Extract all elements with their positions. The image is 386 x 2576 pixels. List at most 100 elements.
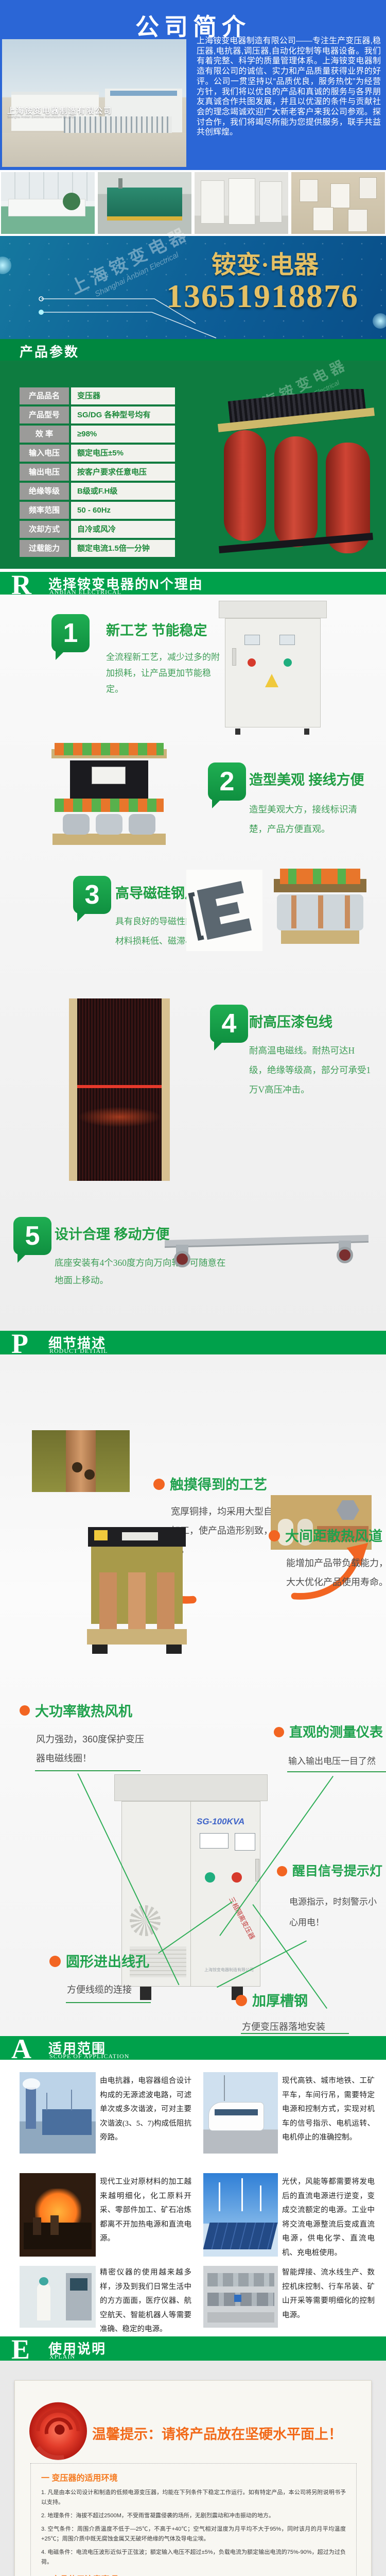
- explain-para: 3. 空气条件：周围介质温度不低于—25℃，不高于+40℃；空气相对湿度为月平均…: [41, 2526, 346, 2542]
- terminal-transformer-photo: [47, 743, 171, 852]
- reason-3-desc: 具有良好的导磁性能，材料损耗低、磁滞小。: [115, 917, 203, 946]
- reasons-section: 1 新工艺 节能稳定 全流程新工艺，减少过多的附加损耗，让产品更加节能稳定。: [0, 595, 386, 1331]
- photo-strip: [0, 170, 386, 236]
- factory-gate: [64, 116, 172, 133]
- param-label: 效 率: [20, 426, 69, 443]
- explain-subtitle: XPLAIN: [49, 2353, 75, 2360]
- copper-plate: [317, 1526, 369, 1541]
- reason-5-title: 设计合理 移动方便: [55, 1227, 170, 1242]
- coil-a: [63, 814, 90, 835]
- scope-text-3: 现代工业对原材料的加工越来越明细化，化工原料开采、零部件加工、矿石冶炼都离不开加…: [100, 2178, 191, 2243]
- orange-bullet-icon: [274, 1727, 284, 1737]
- green-underline: [35, 1770, 141, 1771]
- cabinet-1: [201, 180, 224, 224]
- cabinet-body: [225, 618, 321, 727]
- explain-section: 温馨提示：请将产品放在坚硬水平面上！ 一 变压器的适用环境 1. 凡是由本公司设…: [0, 2361, 386, 2576]
- busbar: [66, 1430, 96, 1492]
- worker-2: [50, 2215, 59, 2235]
- reason-1-badge: 1: [51, 614, 90, 660]
- circuit-trace-graphic: [39, 296, 217, 338]
- machine-rail: [107, 216, 182, 221]
- unit-1: [300, 179, 318, 202]
- solar-panels: [203, 2223, 278, 2249]
- fan-grille: [130, 1905, 161, 1936]
- factory-photo: 上海铵变电器制造有限公司 Shanghai Anbian Electrical …: [2, 39, 186, 167]
- detail-2-desc: 能增加产品带负载能力，大大优化产品使用寿命。: [286, 1558, 386, 1587]
- train-photo: [203, 2072, 278, 2154]
- detail-letter: P: [11, 1328, 28, 1359]
- param-value: B级或F.H级: [71, 483, 175, 500]
- foot-1: [92, 1645, 108, 1654]
- explain-card: 温馨提示：请将产品放在坚硬水平面上！ 一 变压器的适用环境 1. 凡是由本公司设…: [14, 2380, 372, 2576]
- factory-photo-caption-en: Shanghai Anbian Electrical Manufacture C…: [7, 115, 74, 118]
- detail-6-desc: 方便线缆的连接: [67, 1985, 132, 1995]
- scope-title: 适用范围: [48, 2041, 107, 2056]
- scope-letter: A: [11, 2033, 31, 2064]
- cabinet-lid: [114, 1774, 268, 1801]
- screen: [70, 2278, 87, 2291]
- scope-text-6: 智能焊接、流水线生产、数控机床控制、行车吊装、矿山开采等需要明细化的控制电源。: [282, 2268, 375, 2319]
- base-plate: [52, 834, 166, 845]
- param-value: 额定电流1.5倍一分钟: [71, 540, 175, 557]
- red-transformer-photo: [214, 389, 381, 559]
- orange-bullet-icon: [269, 1530, 280, 1541]
- red-stripe: [77, 1085, 162, 1088]
- reason-2-badge: 2: [208, 762, 246, 808]
- conveyor: [207, 2312, 274, 2323]
- reason-4-desc: 耐高温电磁线。耐热可达H级，绝缘等级高，部分可承受1万V高压冲击。: [249, 1045, 371, 1095]
- reason-3-title: 高导磁硅钢片: [115, 886, 199, 901]
- office-photo: [1, 172, 95, 234]
- coil-1: [224, 430, 266, 541]
- magnet-wire-photo: [69, 998, 170, 1181]
- catenary-mast: [224, 2075, 225, 2101]
- params-header-bar: 产品参数: [0, 339, 386, 361]
- banner-brand: 铵变·电器: [211, 251, 319, 279]
- small-transformer-photo: [271, 866, 370, 954]
- power-plant-photo: [20, 2072, 96, 2154]
- cabinet-model-label: SG-100KVA: [197, 1817, 245, 1826]
- detail-5-desc: 电源指示，时刻警示小心用电！: [289, 1897, 377, 1927]
- terminal-row-mid: [55, 799, 164, 812]
- duct-transformer-photo: [84, 1527, 189, 1662]
- scope-text-4: 光伏，风能等都需要将发电后的直流电源进行逆变，变成交流额定的电源。工业中将交流电…: [282, 2178, 375, 2257]
- green-underline: [241, 2033, 349, 2034]
- label-yellow: [94, 1530, 108, 1540]
- machine-body: [107, 188, 182, 216]
- explain-heading-2: 二 产品使用注意事项: [41, 2572, 346, 2576]
- blue-accent: [234, 2295, 241, 2302]
- strap-1: [99, 1572, 117, 1629]
- label-white: [122, 1532, 158, 1540]
- pylon-2: [71, 2090, 72, 2110]
- copper-2: [318, 895, 323, 928]
- param-value: 变压器: [71, 387, 175, 404]
- green-button: [205, 1872, 215, 1883]
- params-section: 上海铵变电器 Shanghai Anbian Electrical 产品品名变压…: [0, 356, 386, 569]
- section-bar-explain: E 使用说明 XPLAIN: [0, 2334, 386, 2365]
- foundry-photo: [20, 2173, 96, 2257]
- glow-dot-right: [373, 313, 386, 329]
- reason-2-title: 造型美观 接线方便: [249, 772, 364, 788]
- company-intro-section: 公司简介 上海铵变电器制造有限公司 Shanghai Anbian Electr…: [0, 0, 386, 170]
- orange-bullet-icon: [236, 1995, 247, 2006]
- door-split: [190, 1801, 191, 1987]
- divider: [0, 569, 386, 572]
- pylon-1: [46, 2093, 47, 2110]
- analog-meter-2: [235, 1833, 255, 1851]
- coil-tube-2: [297, 1519, 313, 1546]
- hole-2: [84, 1469, 95, 1480]
- office-ceiling: [1, 172, 95, 201]
- meter-1: [244, 635, 260, 645]
- detail-3-title: 大功率散热风机: [35, 1704, 132, 1719]
- silicon-steel-photo: [186, 870, 262, 951]
- vent-grille: [130, 1946, 186, 1977]
- door-handle: [232, 648, 236, 666]
- scope-text-5: 精密仪器的使用越来越多样，涉及到我们日常生活中的方方面面，医疗仪器、航空航天、智…: [100, 2268, 191, 2333]
- door-handle: [255, 1859, 259, 1882]
- reasons-title: 选择铵变电器的N个理由: [48, 577, 203, 592]
- coil-glow: [77, 1107, 162, 1127]
- bolt-detail-photo: [271, 1495, 372, 1550]
- detail-subtitle: RODUCT DETIAIL: [49, 1347, 108, 1354]
- reason-3-badge: 3: [73, 876, 111, 922]
- copper-3: [345, 895, 350, 928]
